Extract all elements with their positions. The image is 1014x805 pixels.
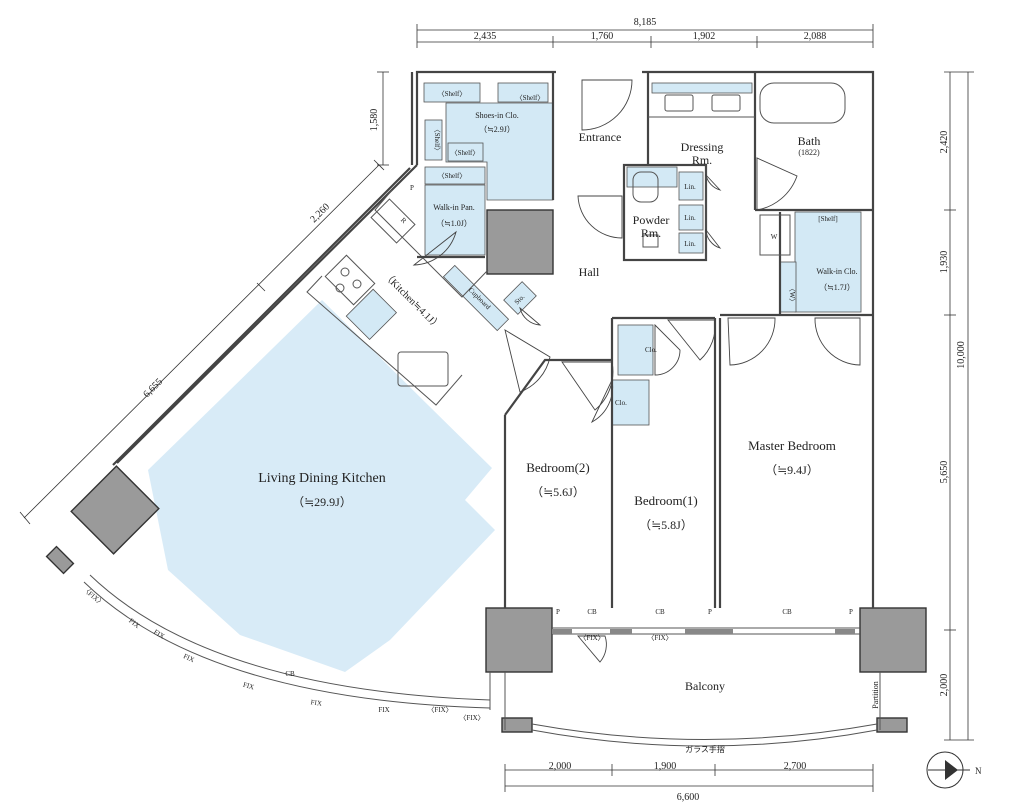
label-lin-a: Lin.	[684, 183, 696, 191]
label-lin-b: Lin.	[684, 214, 696, 222]
label-cb-c: CB	[782, 608, 792, 616]
room-labels: Living Dining Kitchen （≒29.9J） （Kitchen≒…	[258, 111, 880, 754]
label-lin-c: Lin.	[684, 240, 696, 248]
dim-bottom-2: 1,900	[654, 761, 677, 772]
dimension-lines	[19, 24, 974, 792]
label-cb-d: CB	[285, 670, 295, 678]
label-master-size: （≒9.4J）	[765, 463, 819, 477]
label-p-c: P	[708, 608, 712, 616]
label-hall: Hall	[579, 265, 600, 279]
label-fix-f: FIX	[310, 698, 322, 707]
label-powder: Powder	[633, 213, 670, 227]
label-bedroom2: Bedroom(2)	[526, 460, 590, 475]
label-p-b: P	[556, 608, 560, 616]
label-bath-size: (1822)	[798, 148, 820, 157]
label-shelf-d: 〈Shelf〉	[451, 149, 480, 157]
dim-right-1: 2,420	[939, 131, 950, 154]
label-powder-rm: Rm.	[641, 226, 661, 240]
label-partition: Partition	[871, 681, 880, 709]
label-kitchen: （Kitchen≒4.1J）	[381, 270, 444, 333]
dim-right-3: 5,650	[939, 461, 950, 484]
dim-diag-upper: 2,260	[308, 201, 332, 225]
label-bedroom2-size: （≒5.6J）	[531, 485, 585, 499]
label-shoes: Shoes-in Clo.	[475, 111, 519, 120]
label-bedroom1: Bedroom(1)	[634, 493, 698, 508]
label-walkin-pan-size: （≒1.0J）	[436, 219, 472, 228]
dim-right-2: 1,930	[939, 251, 950, 274]
label-ldk: Living Dining Kitchen	[258, 471, 386, 486]
label-clo-b: Clo.	[615, 399, 627, 407]
label-bath: Bath	[798, 134, 821, 148]
dim-top-1: 2,435	[474, 31, 497, 42]
dim-diag-lower: 6,655	[141, 376, 165, 400]
label-shelf-e: 〈Shelf〉	[438, 172, 467, 180]
dim-bottom-total: 6,600	[677, 792, 700, 803]
label-dressing-rm: Rm.	[692, 153, 712, 167]
doors	[412, 79, 861, 663]
dim-right-4: 2,000	[939, 674, 950, 697]
dim-top-4: 2,088	[804, 31, 827, 42]
walls	[83, 70, 881, 747]
label-balcony: Balcony	[685, 679, 725, 693]
fixture-labels-extra: 〈FIX〉	[647, 634, 672, 642]
north-arrow-icon: N	[926, 751, 982, 789]
label-shoes-size: （≒2.9J）	[479, 125, 515, 134]
label-w-b: 〈W〉	[788, 285, 796, 306]
dim-top-2: 1,760	[591, 31, 614, 42]
room-fills	[148, 82, 862, 672]
label-r: R	[399, 216, 408, 225]
dim-bottom-1: 2,000	[549, 761, 572, 772]
label-fix-window-b1: 〈FIX〉	[647, 634, 672, 642]
label-entrance: Entrance	[579, 130, 622, 144]
label-shelf-f: [Shelf]	[818, 215, 837, 223]
label-cb-a: CB	[587, 608, 597, 616]
label-fix-i: 〈FIX〉	[459, 714, 484, 722]
dim-bottom-3: 2,700	[784, 761, 807, 772]
north-label: N	[975, 766, 982, 776]
label-fix-a: 〈FIX〉	[81, 585, 106, 607]
label-master: Master Bedroom	[748, 438, 836, 453]
glazing-marks	[552, 629, 855, 634]
label-w-a: W	[771, 233, 778, 241]
label-fix-g: FIX	[378, 706, 389, 714]
label-ldk-size: （≒29.9J）	[292, 495, 352, 509]
label-p-a: P	[410, 184, 414, 192]
label-fix-e: FIX	[242, 681, 255, 692]
dim-left-upper: 1,580	[369, 109, 380, 132]
label-cb-b: CB	[655, 608, 665, 616]
label-walkin-clo-size: （≒1.7J）	[819, 283, 855, 292]
label-fix-d: FIX	[182, 652, 196, 664]
label-railing: ガラス手摺	[685, 744, 725, 754]
dim-right-total: 10,000	[956, 341, 967, 369]
kitchen-fixtures	[324, 94, 741, 387]
label-fix-j: 〈FIX〉	[579, 634, 604, 642]
label-shelf-a: 〈Shelf〉	[438, 90, 467, 98]
label-p-d: P	[849, 608, 853, 616]
label-clo-a: Clo.	[645, 346, 657, 354]
label-bedroom1-size: （≒5.8J）	[639, 518, 693, 532]
dim-top-total: 8,185	[634, 17, 657, 28]
columns	[45, 209, 927, 733]
dim-top-3: 1,902	[693, 31, 716, 42]
label-walkin-pan: Walk-in Pan.	[433, 203, 475, 212]
label-shelf-b: 〈Shelf〉	[516, 94, 545, 102]
label-walkin-clo: Walk-in Clo.	[816, 267, 857, 276]
label-dressing: Dressing	[681, 140, 724, 154]
label-shelf-c: 〈Shelf〉	[433, 126, 441, 155]
label-fix-h: 〈FIX〉	[427, 706, 452, 714]
